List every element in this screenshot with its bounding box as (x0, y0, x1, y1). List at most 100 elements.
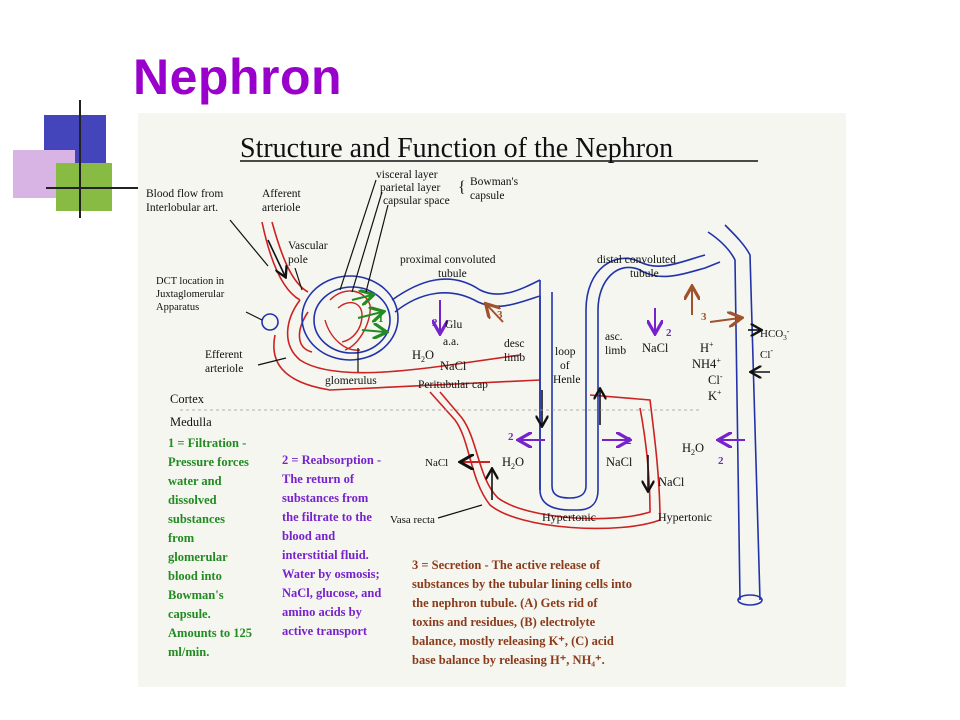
filtration-line: from (168, 531, 195, 545)
label-afferent-arteriole: arteriole (262, 202, 300, 214)
deco-vertical-line (79, 100, 81, 218)
label-cl-right: Cl- (760, 346, 773, 361)
filtration-line: ml/min. (168, 645, 209, 659)
brace: { (458, 179, 466, 196)
label-apparatus: Apparatus (156, 302, 199, 313)
reabsorption-line: blood and (282, 529, 335, 543)
label-h2o-collecting: H2O (682, 441, 704, 457)
label-nacl-asc: NaCl (606, 455, 633, 469)
secretion-line: toxins and residues, (B) electrolyte (412, 615, 596, 629)
label-dct-tubule: tubule (630, 268, 659, 280)
filtration-line: water and (168, 474, 222, 488)
secretion-line: balance, mostly releasing K⁺, (C) acid (412, 634, 614, 648)
reabsorption-line: amino acids by (282, 605, 363, 619)
leader-lines (229, 179, 483, 519)
filtration-line: blood into (168, 569, 222, 583)
filtration-line: Pressure forces (168, 455, 249, 469)
filtration-line: substances (168, 512, 225, 526)
flow-arrows (267, 239, 770, 500)
label-glu: Glu (445, 319, 463, 331)
num-reabs-dct: 2 (666, 327, 672, 339)
label-pct: proximal convoluted (400, 254, 496, 266)
deco-horizontal-line (46, 187, 138, 189)
num-reabs-pct: 2 (432, 317, 438, 329)
label-afferent: Afferent (262, 188, 302, 200)
label-asc: asc. (605, 331, 623, 343)
label-asc-limb: limb (605, 345, 626, 357)
label-h2o-pct: H2O (412, 348, 434, 364)
num-reabs-asc: 2 (626, 435, 632, 447)
label-dct-location: DCT location in (156, 276, 225, 287)
label-blood-flow: Blood flow from (146, 188, 223, 200)
label-h-plus: H+ (700, 340, 714, 355)
label-vascular: Vascular (288, 240, 328, 252)
label-desc: desc (504, 338, 524, 350)
label-pole: pole (288, 254, 308, 266)
filtration-line: glomerular (168, 550, 228, 564)
label-nacl-dct: NaCl (642, 341, 669, 355)
label-parietal: parietal layer (380, 182, 441, 194)
label-nh4: NH4+ (692, 356, 721, 371)
label-cl-minus: Cl- (708, 372, 723, 387)
nephron-tubule (301, 224, 763, 606)
num-filtration: 1 (378, 313, 384, 325)
reabsorption-line: 2 = Reabsorption - (282, 453, 381, 467)
filtration-line: capsule. (168, 607, 211, 621)
label-glomerulus: glomerulus (325, 375, 377, 387)
filtration-text: 1 = Filtration - Pressure forces water a… (168, 436, 252, 659)
label-bowmans-capsule: capsule (470, 190, 504, 202)
filtration-arrows (351, 295, 385, 332)
label-efferent: Efferent (205, 349, 243, 361)
juxtaglomerular-circle (261, 313, 279, 331)
secretion-line: the nephron tubule. (A) Gets rid of (412, 596, 598, 610)
label-hco3: HCO3- (760, 327, 790, 342)
label-capsular: capsular space (383, 195, 450, 207)
label-desc-limb: limb (504, 352, 525, 364)
nephron-diagram: Structure and Function of the Nephron (138, 113, 846, 687)
label-medulla: Medulla (170, 415, 212, 429)
label-h2o-desc: H2O (502, 455, 524, 471)
reabsorption-line: The return of (282, 472, 355, 486)
label-peritubular: Peritubular cap (418, 379, 488, 391)
label-hypertonic-loop: Hypertonic (542, 510, 596, 524)
label-nacl-vasa: NaCl (425, 457, 448, 469)
label-cortex: Cortex (170, 392, 205, 406)
num-secretion-pct: 3 (497, 309, 503, 321)
filtration-line: Bowman's (168, 588, 224, 602)
label-henle: Henle (553, 374, 580, 386)
reabsorption-line: Water by osmosis; (282, 567, 380, 581)
label-dct: distal convoluted (597, 254, 676, 266)
label-bowmans: Bowman's (470, 176, 519, 188)
reabsorption-arrows (440, 300, 745, 440)
reabsorption-line: the filtrate to the (282, 510, 372, 524)
secretion-arrows (487, 288, 740, 322)
reabsorption-line: NaCl, glucose, and (282, 586, 381, 600)
filtration-line: dissolved (168, 493, 217, 507)
filtration-line: 1 = Filtration - (168, 436, 246, 450)
label-nacl-out: NaCl (658, 475, 685, 489)
glomerulus-loops (324, 290, 371, 351)
label-pct-tubule: tubule (438, 268, 467, 280)
label-vasa-recta: Vasa recta (390, 514, 435, 526)
label-interlobular: Interlobular art. (146, 202, 218, 214)
secretion-line: substances by the tubular lining cells i… (412, 577, 632, 591)
reabsorption-text: 2 = Reabsorption - The return of substan… (282, 453, 381, 638)
num-reabs-desc: 2 (508, 431, 514, 443)
label-aa: a.a. (443, 336, 459, 348)
label-juxtaglomerular: Juxtaglomerular (156, 289, 225, 300)
label-visceral: visceral layer (376, 169, 438, 181)
label-hypertonic-duct: Hypertonic (658, 510, 712, 524)
label-efferent-arteriole: arteriole (205, 363, 243, 375)
secretion-line: base balance by releasing H⁺, NH₄⁺. (412, 653, 605, 667)
label-loop: loop (555, 346, 576, 358)
secretion-text: 3 = Secretion - The active release of su… (412, 558, 632, 667)
label-of: of (560, 360, 570, 372)
reabsorption-line: substances from (282, 491, 369, 505)
label-k-plus: K+ (708, 388, 722, 403)
diagram-heading: Structure and Function of the Nephron (240, 133, 673, 164)
num-reabs-duct: 2 (718, 455, 724, 467)
slide-title: Nephron (133, 49, 343, 105)
reabsorption-line: active transport (282, 624, 368, 638)
filtration-line: Amounts to 125 (168, 626, 252, 640)
label-nacl-pct: NaCl (440, 359, 467, 373)
